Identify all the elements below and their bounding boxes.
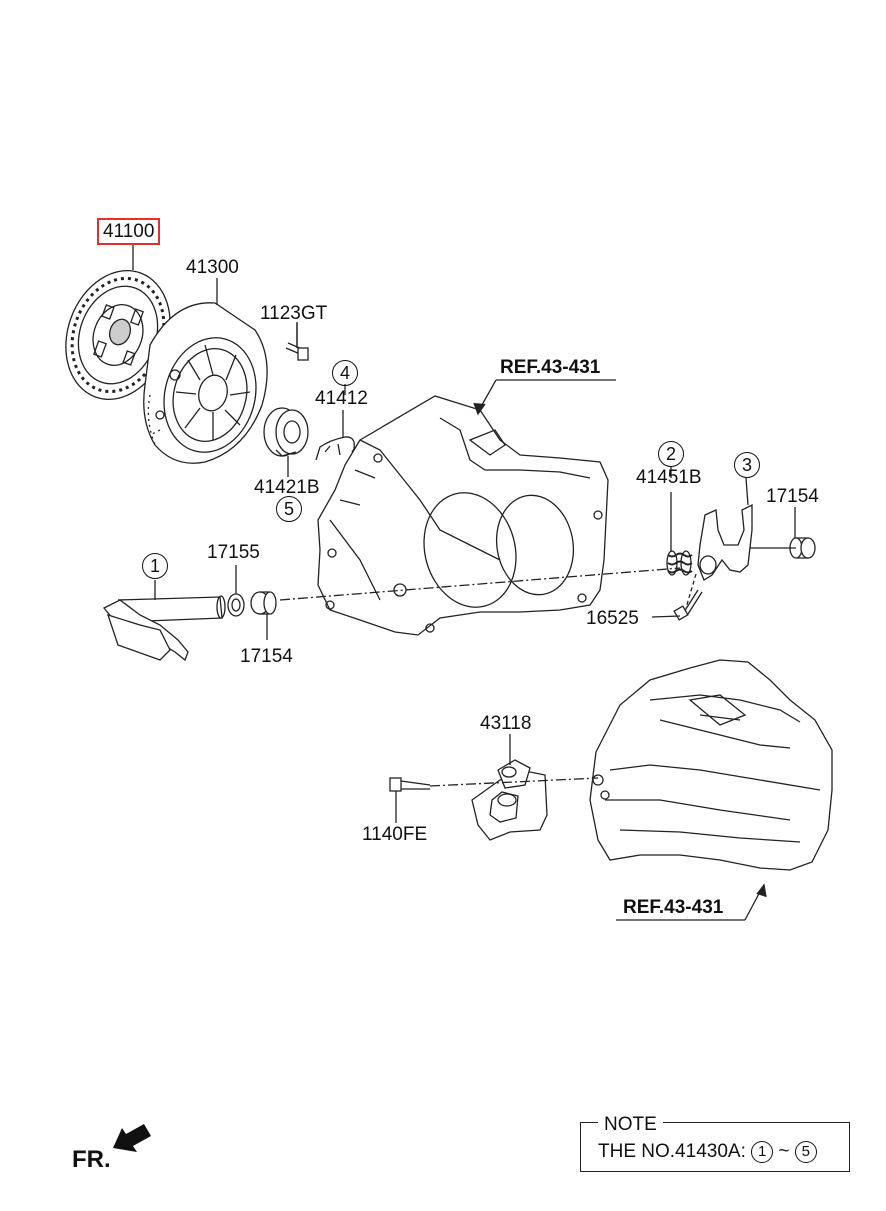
part-label-41300[interactable]: 41300: [186, 257, 239, 278]
part-label-43118[interactable]: 43118: [480, 713, 532, 734]
part-label-17154-lower[interactable]: 17154: [240, 646, 293, 667]
note-text: THE NO.41430A: 1 ~ 5: [598, 1141, 817, 1163]
reference-label-lower[interactable]: REF.43-431: [623, 897, 724, 918]
bushing-17154-lower[interactable]: [250, 591, 277, 615]
callout-1: 1: [142, 553, 168, 579]
clutch-cover[interactable]: [143, 302, 269, 464]
part-label-41451b[interactable]: 41451B: [636, 467, 702, 488]
reference-label-upper[interactable]: REF.43-431: [500, 357, 601, 378]
part-label-17154-upper[interactable]: 17154: [766, 486, 819, 507]
note-prefix: THE NO.41430A:: [598, 1141, 746, 1163]
release-fork[interactable]: [697, 503, 753, 581]
bolt-1140fe[interactable]: [389, 777, 431, 792]
release-bearing[interactable]: [263, 407, 309, 457]
leader-lines: [132, 244, 796, 921]
part-label-1140fe[interactable]: 1140FE: [362, 824, 428, 845]
part-label-16525[interactable]: 16525: [586, 608, 639, 629]
note-box: [580, 1122, 850, 1172]
arrow-down-left-icon: [113, 1124, 151, 1152]
release-shaft[interactable]: [102, 595, 226, 662]
part-label-41412[interactable]: 41412: [315, 388, 368, 409]
part-label-41100[interactable]: 41100: [97, 218, 161, 245]
note-range-end: 5: [794, 1141, 817, 1163]
note-range-start: 1: [751, 1141, 774, 1163]
part-label-41421b[interactable]: 41421B: [254, 477, 320, 498]
front-direction-label: FR.: [72, 1146, 111, 1173]
bolt-16525[interactable]: [673, 589, 703, 621]
note-tilde: ~: [778, 1141, 790, 1163]
part-label-17155[interactable]: 17155: [207, 542, 260, 563]
callout-2: 2: [658, 441, 684, 467]
part-label-1123gt[interactable]: 1123GT: [260, 303, 328, 324]
callout-5: 5: [276, 496, 302, 522]
bushing-17154-upper[interactable]: [789, 537, 816, 559]
bracket-43118[interactable]: [471, 759, 548, 841]
retainer-clip[interactable]: [315, 436, 355, 461]
transaxle-case-lower: [589, 659, 833, 871]
bushing-17155[interactable]: [227, 593, 245, 617]
spring-41451b[interactable]: [666, 550, 693, 576]
transaxle-case-upper: [317, 395, 609, 636]
callout-3: 3: [734, 452, 760, 478]
callout-4: 4: [332, 360, 358, 386]
note-title: NOTE: [598, 1115, 663, 1134]
